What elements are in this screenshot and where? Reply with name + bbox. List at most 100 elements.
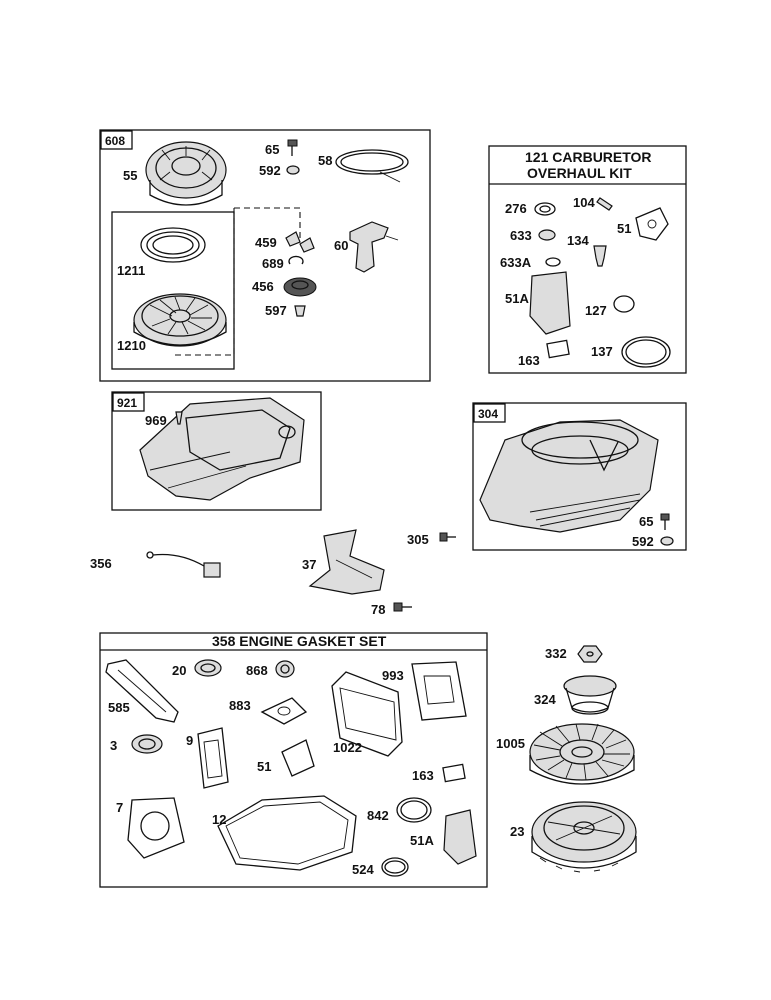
flywheel-part xyxy=(531,801,637,873)
ground-wire-part xyxy=(146,551,221,578)
label-1005: 1005 xyxy=(496,736,525,751)
gasket-51a-part xyxy=(529,271,571,335)
label-51A: 51A xyxy=(410,833,434,848)
group-304-frame xyxy=(472,402,687,551)
group-carburetor-kit: 121 CARBURETOR OVERHAUL KIT 276 104 51 6… xyxy=(488,145,687,374)
starter-cup-part xyxy=(563,675,617,715)
pawl-part xyxy=(285,231,315,253)
group-608: 608 55 65 592 58 xyxy=(99,129,431,382)
o-ring-137-part xyxy=(621,336,671,368)
label-597: 597 xyxy=(265,303,287,318)
gasket-51a-part-set xyxy=(443,809,477,865)
blower-housing-cover-part xyxy=(139,397,305,501)
head-gasket-part xyxy=(127,797,185,859)
label-20: 20 xyxy=(172,663,186,678)
label-134: 134 xyxy=(567,233,589,248)
o-ring-127-part xyxy=(613,295,635,313)
nut-592-housing-part xyxy=(660,536,674,546)
label-51-carb: 51 xyxy=(617,221,631,236)
label-3: 3 xyxy=(110,738,117,753)
bolt-part xyxy=(287,139,298,156)
flywheel-fan-part xyxy=(529,723,635,785)
gasket-163-part xyxy=(442,763,466,783)
bolt-65-housing-part xyxy=(660,513,670,530)
label-324: 324 xyxy=(534,692,556,707)
label-842: 842 xyxy=(367,808,389,823)
label-332: 332 xyxy=(545,646,567,661)
gasket-9-part xyxy=(197,727,229,789)
seal-20-part xyxy=(194,659,222,677)
label-163-carb: 163 xyxy=(518,353,540,368)
label-993: 993 xyxy=(382,668,404,683)
group-608-tag-box xyxy=(100,130,133,150)
nut-part xyxy=(286,165,300,175)
blower-housing-part xyxy=(479,419,659,533)
label-883: 883 xyxy=(229,698,251,713)
nut-332-part xyxy=(577,645,603,663)
group-608-tag: 608 xyxy=(105,134,125,148)
label-1211: 1211 xyxy=(117,263,145,278)
starter-rope-part xyxy=(335,149,409,183)
label-592-housing: 592 xyxy=(632,534,654,549)
seal-868-part xyxy=(275,660,295,678)
gasket-set-frame xyxy=(99,632,488,888)
label-456: 456 xyxy=(252,279,274,294)
carb-kit-title-line1: 121 CARBURETOR xyxy=(525,149,652,165)
label-51: 51 xyxy=(257,759,271,774)
starter-handle-part xyxy=(349,221,399,273)
carb-kit-frame xyxy=(488,145,687,374)
label-524: 524 xyxy=(352,862,374,877)
group-304-tag: 304 xyxy=(478,407,498,421)
gasket-993-part xyxy=(411,661,467,721)
seal-633a-part xyxy=(545,257,561,267)
label-459: 459 xyxy=(255,235,277,250)
label-104: 104 xyxy=(573,195,595,210)
carb-gasket-part xyxy=(635,207,669,241)
washer-part xyxy=(534,202,556,216)
label-65: 65 xyxy=(265,142,279,157)
seal-part xyxy=(538,229,556,241)
screw-969-part xyxy=(175,411,183,425)
label-592: 592 xyxy=(259,163,281,178)
label-137: 137 xyxy=(591,344,613,359)
label-633A: 633A xyxy=(500,255,532,270)
label-356: 356 xyxy=(90,556,112,571)
o-ring-842-part xyxy=(396,797,432,823)
gasket-51-part xyxy=(281,739,315,777)
group-engine-gasket-set: 358 ENGINE GASKET SET 585 20 868 993 883… xyxy=(99,632,488,888)
group-921-frame xyxy=(111,391,322,511)
label-78: 78 xyxy=(371,602,385,617)
air-guide-part xyxy=(308,529,385,595)
starter-pulley-part xyxy=(133,293,227,347)
screw-part xyxy=(294,305,306,317)
label-65-housing: 65 xyxy=(639,514,653,529)
group-921-tag: 921 xyxy=(117,396,137,410)
gasket-1022-part xyxy=(331,671,403,757)
screw-78-part xyxy=(393,602,412,612)
group-921: 921 969 xyxy=(111,391,322,511)
rewind-spring-part xyxy=(140,227,206,263)
label-1210: 1210 xyxy=(117,338,146,353)
o-ring-524-part xyxy=(381,857,409,877)
label-305: 305 xyxy=(407,532,429,547)
label-585: 585 xyxy=(108,700,130,715)
label-127: 127 xyxy=(585,303,607,318)
crankcase-gasket-part xyxy=(217,795,357,871)
label-1022: 1022 xyxy=(333,740,362,755)
pin-part xyxy=(596,197,613,211)
seal-3-part xyxy=(131,734,163,754)
needle-valve-part xyxy=(593,245,607,267)
label-51A-carb: 51A xyxy=(505,291,529,306)
label-58: 58 xyxy=(318,153,332,168)
gasket-set-title: 358 ENGINE GASKET SET xyxy=(212,633,387,649)
label-60: 60 xyxy=(334,238,348,253)
label-163: 163 xyxy=(412,768,434,783)
gasket-883-part xyxy=(260,697,308,725)
group-608-frame xyxy=(99,129,431,382)
label-868: 868 xyxy=(246,663,268,678)
gasket-585-part xyxy=(105,659,179,723)
label-689: 689 xyxy=(262,256,284,271)
gasket-163-carb-part xyxy=(546,339,570,359)
group-608-dashed-bracket xyxy=(175,207,301,356)
